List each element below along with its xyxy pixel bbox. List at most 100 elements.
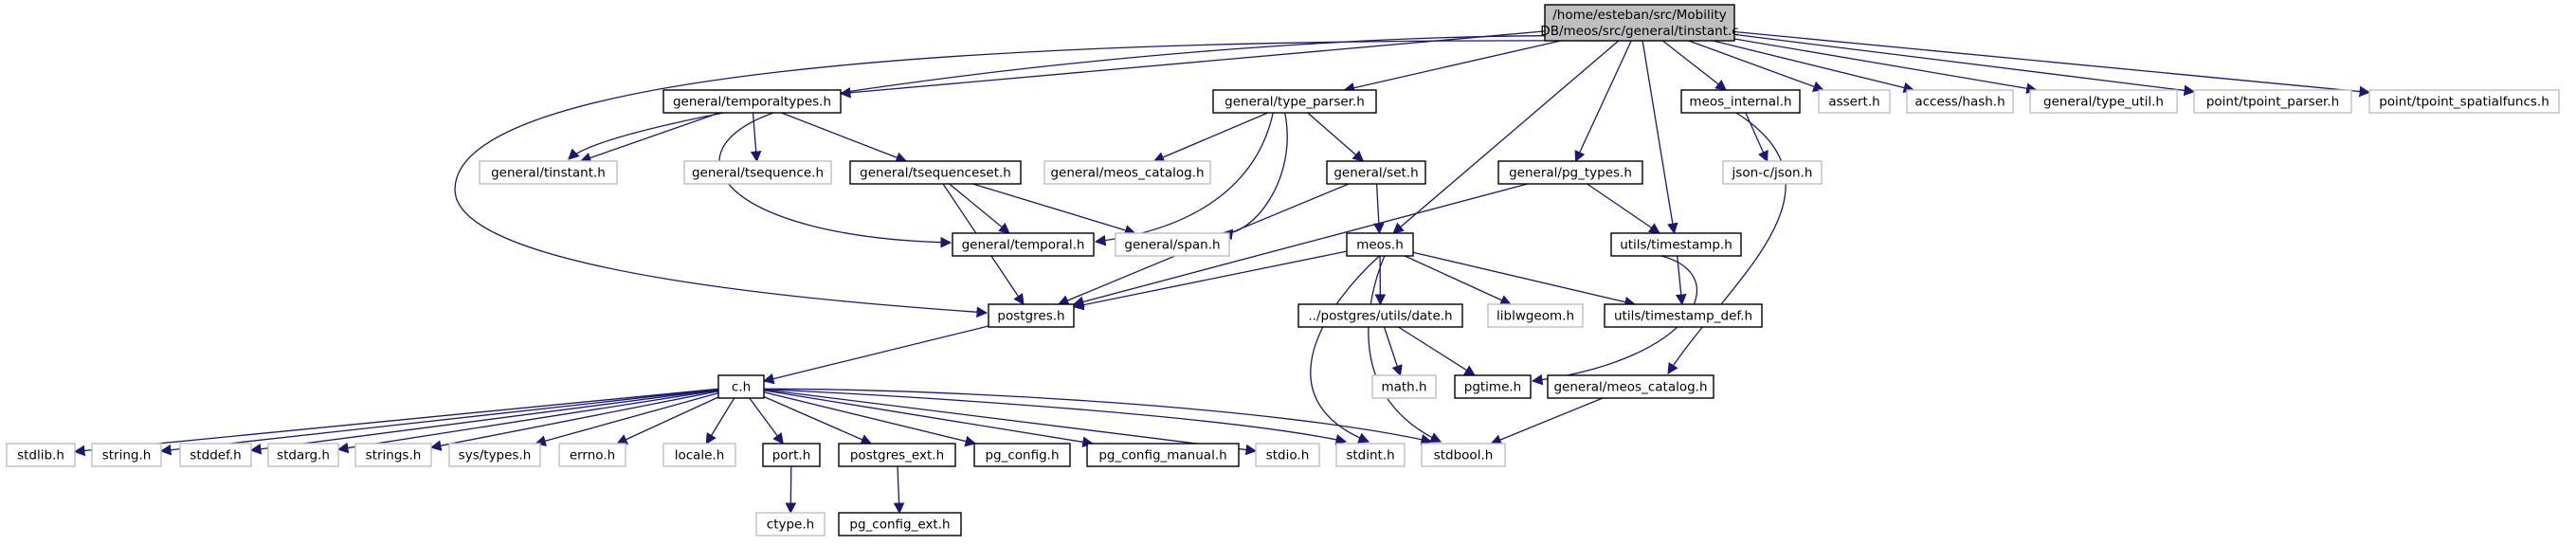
edge-layer xyxy=(73,30,2371,515)
node-label: pg_config_ext.h xyxy=(849,518,950,533)
node-label: general/temporaltypes.h xyxy=(673,95,831,110)
node-label: general/type_util.h xyxy=(2043,95,2164,110)
edge-c_h-to-port_h xyxy=(749,397,784,445)
node-tinstant-c[interactable]: /home/esteban/src/MobilityDB/meos/src/ge… xyxy=(1540,4,1739,42)
node-postgres-utils-date-h[interactable]: ../postgres/utils/date.h xyxy=(1297,303,1463,328)
node-c-h[interactable]: c.h xyxy=(717,374,765,399)
edge-c_h-to-stdbool_h xyxy=(763,388,1433,445)
node-box xyxy=(1255,443,1320,467)
node-label: c.h xyxy=(732,380,751,395)
node-utils-timestamp-h[interactable]: utils/timestamp.h xyxy=(1610,232,1742,257)
node-meos-internal-h[interactable]: meos_internal.h xyxy=(1680,89,1801,114)
edge-tinstant_c-to-point_tpoint_parser_h xyxy=(1733,33,2196,97)
node-stdlib-h: stdlib.h xyxy=(6,443,76,467)
edge-postgres_ext_h-to-pg_config_ext_h xyxy=(893,465,905,515)
node-label: locale.h xyxy=(675,448,725,463)
node-label: general/tinstant.h xyxy=(491,166,606,181)
edge-c_h-to-postgres_ext_h xyxy=(763,395,873,445)
node-box xyxy=(1487,303,1584,328)
node-box xyxy=(1547,374,1714,399)
node-label: meos_internal.h xyxy=(1689,95,1791,110)
node-postgres-h[interactable]: postgres.h xyxy=(988,303,1075,328)
node-label: sys/types.h xyxy=(459,448,532,463)
node-errno-h: errno.h xyxy=(558,443,626,467)
node-box xyxy=(1680,89,1801,114)
node-box xyxy=(1610,232,1742,257)
node-box xyxy=(6,443,76,467)
node-box xyxy=(952,232,1095,257)
node-label: point/tpoint_spatialfuncs.h xyxy=(2379,95,2549,110)
node-label: strings.h xyxy=(366,448,422,463)
edge-meos_h-to-utils_timestamp_def_h xyxy=(1412,251,1636,308)
edge-tinstant_c-to-access_hash_h xyxy=(1713,40,1915,94)
edge-meos_h-to-stdint_h xyxy=(1310,255,1380,444)
node-box xyxy=(2368,89,2560,114)
node-label: utils/timestamp_def.h xyxy=(1614,309,1752,324)
node-box xyxy=(1212,89,1377,114)
node-box xyxy=(91,443,162,467)
node-label: stdarg.h xyxy=(277,448,330,463)
node-general-tsequence-h: general/tsequence.h xyxy=(683,160,832,185)
node-general-meos-catalog-h[interactable]: general/meos_catalog.h xyxy=(1547,374,1714,399)
edge-general_pg_types_h-to-utils_timestamp_h xyxy=(1587,183,1660,234)
node-label: utils/timestamp.h xyxy=(1620,238,1732,253)
node-box xyxy=(1722,160,1823,185)
edge-c_h-to-strings_h xyxy=(429,391,719,451)
node-label: json-c/json.h xyxy=(1732,166,1813,181)
node-label: general/pg_types.h xyxy=(1509,166,1632,181)
node-postgres-ext-h[interactable]: postgres_ext.h xyxy=(838,443,956,467)
node-box xyxy=(755,512,825,536)
node-label: pgtime.h xyxy=(1464,380,1522,395)
edge-tinstant_c-to-general_pg_types_h xyxy=(1574,40,1632,163)
node-general-temporaltypes-h[interactable]: general/temporaltypes.h xyxy=(662,89,842,114)
edge-general_type_parser_h-to-general_span_h xyxy=(1221,112,1288,241)
node-general-tinstant-h: general/tinstant.h xyxy=(479,160,618,185)
node-box xyxy=(1326,160,1426,185)
edge-general_temporaltypes_h-to-general_tinstant_h xyxy=(579,112,720,164)
node-box xyxy=(838,443,956,467)
node-label: general/tsequenceset.h xyxy=(860,166,1011,181)
node-meos-h[interactable]: meos.h xyxy=(1346,232,1414,257)
node-box xyxy=(1604,303,1763,328)
edge-general_set_h-to-meos_h xyxy=(1372,183,1385,235)
node-layer: /home/esteban/src/MobilityDB/meos/src/ge… xyxy=(6,4,2560,536)
node-port-h[interactable]: port.h xyxy=(762,443,821,467)
edge-c_h-to-stddef_h xyxy=(249,389,719,455)
node-pg-config-manual-h[interactable]: pg_config_manual.h xyxy=(1086,443,1240,467)
node-box xyxy=(1371,374,1437,399)
node-general-tsequenceset-h[interactable]: general/tsequenceset.h xyxy=(849,160,1022,185)
node-utils-timestamp-def-h[interactable]: utils/timestamp_def.h xyxy=(1604,303,1763,328)
node-pgtime-h[interactable]: pgtime.h xyxy=(1454,374,1532,399)
edge-postgres_utils_date_h-to-math_h xyxy=(1383,326,1403,377)
node-pg-config-h[interactable]: pg_config.h xyxy=(973,443,1071,467)
node-box xyxy=(2029,89,2178,114)
node-box xyxy=(1818,89,1891,114)
node-json-c-json-h: json-c/json.h xyxy=(1722,160,1823,185)
node-general-type-parser-h[interactable]: general/type_parser.h xyxy=(1212,89,1377,114)
node-point-tpoint-spatialfuncs-h: point/tpoint_spatialfuncs.h xyxy=(2368,89,2560,114)
node-pg-config-ext-h[interactable]: pg_config_ext.h xyxy=(838,512,962,536)
node-label: stdbool.h xyxy=(1434,448,1494,463)
node-general-set-h[interactable]: general/set.h xyxy=(1326,160,1426,185)
node-locale-h: locale.h xyxy=(662,443,736,467)
edge-general_temporaltypes_h-to-general_tsequenceset_h xyxy=(781,112,908,163)
node-liblwgeom-h: liblwgeom.h xyxy=(1487,303,1584,328)
node-box xyxy=(1421,443,1506,467)
node-label: pg_config_manual.h xyxy=(1098,448,1226,463)
edge-c_h-to-string_h xyxy=(159,389,719,456)
node-box xyxy=(762,443,821,467)
edge-general_temporaltypes_h-to-general_temporal_h xyxy=(718,112,952,248)
edge-meos_h-to-postgres_h xyxy=(1072,250,1348,311)
edge-general_pg_types_h-to-postgres_h xyxy=(1072,183,1528,308)
node-general-pg-types-h[interactable]: general/pg_types.h xyxy=(1497,160,1643,185)
edge-c_h-to-sys_types_h xyxy=(535,391,719,446)
node-general-temporal-h[interactable]: general/temporal.h xyxy=(952,232,1095,257)
node-label: general/tsequence.h xyxy=(692,166,824,181)
node-stdio-h: stdio.h xyxy=(1255,443,1320,467)
edge-tinstant_c-to-point_tpoint_spatialfuncs_h xyxy=(1733,30,2371,98)
node-label: port.h xyxy=(772,448,811,463)
node-box xyxy=(1346,232,1414,257)
edge-tinstant_c-to-utils_timestamp_h xyxy=(1642,40,1678,235)
node-label: general/meos_catalog.h xyxy=(1050,166,1204,181)
